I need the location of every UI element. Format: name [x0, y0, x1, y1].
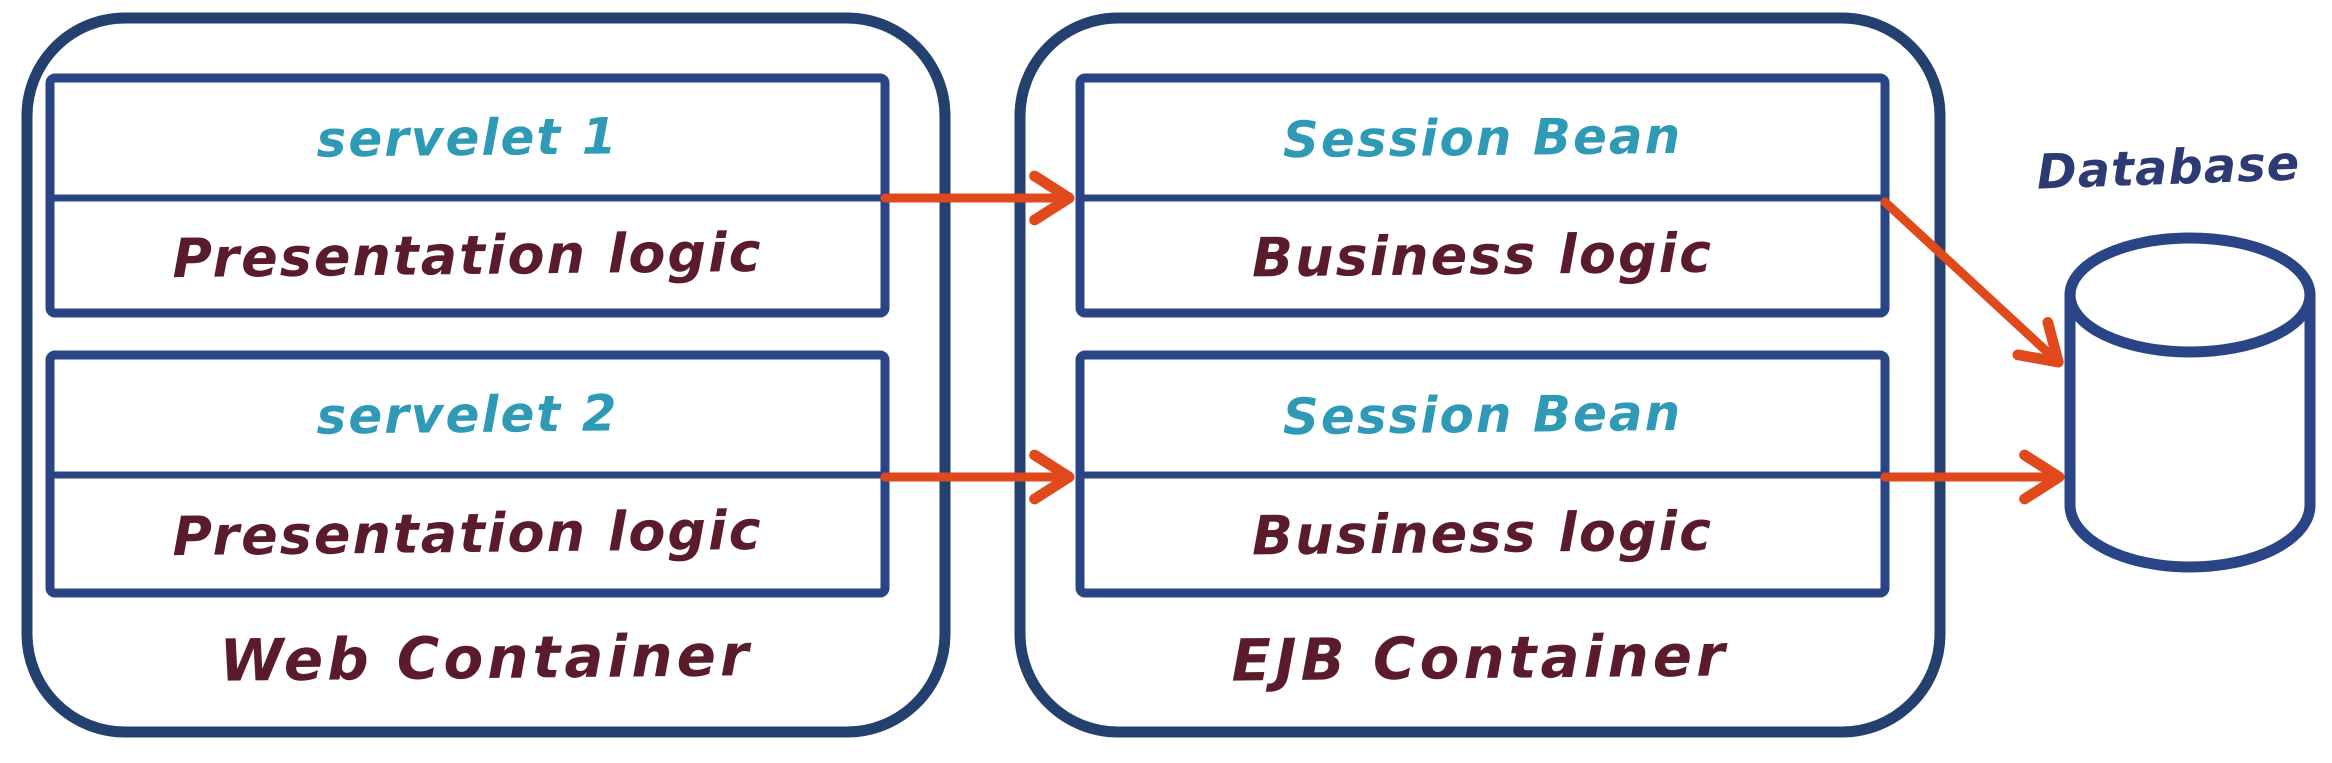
web-container-shape [21, 12, 951, 738]
database-cylinder-body [2064, 289, 2316, 573]
ejb-container-shape [1014, 12, 1946, 738]
database-cylinder [2064, 232, 2316, 573]
database-cylinder-top [2064, 232, 2316, 358]
arrow-sessionbean1-to-database [1880, 197, 2064, 368]
